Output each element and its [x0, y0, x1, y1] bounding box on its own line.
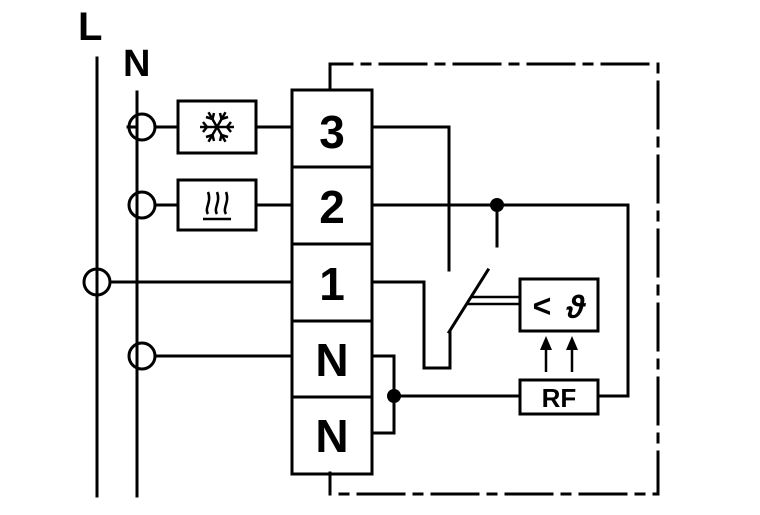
- terminal-block: 3 2 1 N N: [290, 88, 374, 476]
- junction-dot-n: [387, 389, 401, 403]
- temperature-symbol: ϑ: [566, 289, 587, 325]
- relay-switch-blade: [446, 267, 491, 335]
- junction-dot-2: [490, 198, 504, 212]
- terminal-3-label: 3: [319, 106, 345, 158]
- row2-terminal-node: [127, 190, 157, 220]
- signal-arrows: [540, 336, 578, 372]
- wire-terminal1-to-switch: [370, 280, 452, 370]
- temperature-sensor-box: [518, 277, 600, 333]
- cooling-load-box: [176, 99, 258, 155]
- terminal-n1-label: N: [315, 334, 348, 386]
- row1-terminal-node: [82, 267, 112, 297]
- rf-receiver-box: [518, 378, 600, 416]
- row3-terminal-node: [127, 112, 157, 142]
- heating-load-box: [176, 178, 258, 232]
- line-label: L: [78, 5, 102, 49]
- neutral-label: N: [123, 43, 150, 85]
- terminal-1-label: 1: [319, 258, 345, 310]
- snowflake-icon: [200, 111, 234, 143]
- rf-label: RF: [542, 383, 577, 413]
- terminal-2-label: 2: [319, 181, 345, 233]
- device-enclosure: [328, 62, 660, 496]
- wire-terminal3-to-switch: [370, 125, 451, 272]
- rowN-terminal-node: [127, 341, 157, 371]
- compare-symbol: <: [533, 288, 552, 324]
- wire-terminal2-to-rf: [370, 203, 630, 398]
- heating-icon: [203, 191, 231, 221]
- terminal-n2-label: N: [315, 410, 348, 462]
